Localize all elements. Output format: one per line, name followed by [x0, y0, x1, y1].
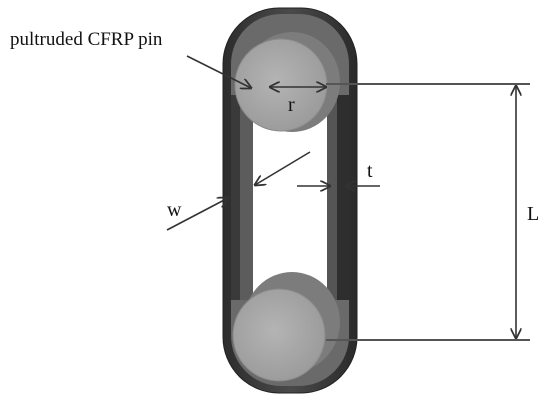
thickness-label: t [367, 160, 373, 182]
strap-right-leg-face [327, 95, 337, 300]
pin-callout-leader [186, 55, 251, 88]
strap-inner-window [253, 110, 327, 300]
length-label: L [527, 203, 539, 225]
width-label: w [167, 199, 182, 221]
pin-callout-label: pultruded CFRP pin [10, 29, 163, 50]
width-arrow-inner [255, 151, 311, 185]
radius-label: r [288, 94, 295, 116]
width-arrow-outer [166, 198, 228, 231]
bottom-pin [232, 272, 340, 382]
strap-left-leg-face [240, 95, 253, 300]
bottom-pin-face [232, 288, 326, 382]
top-pin-face [234, 38, 328, 132]
